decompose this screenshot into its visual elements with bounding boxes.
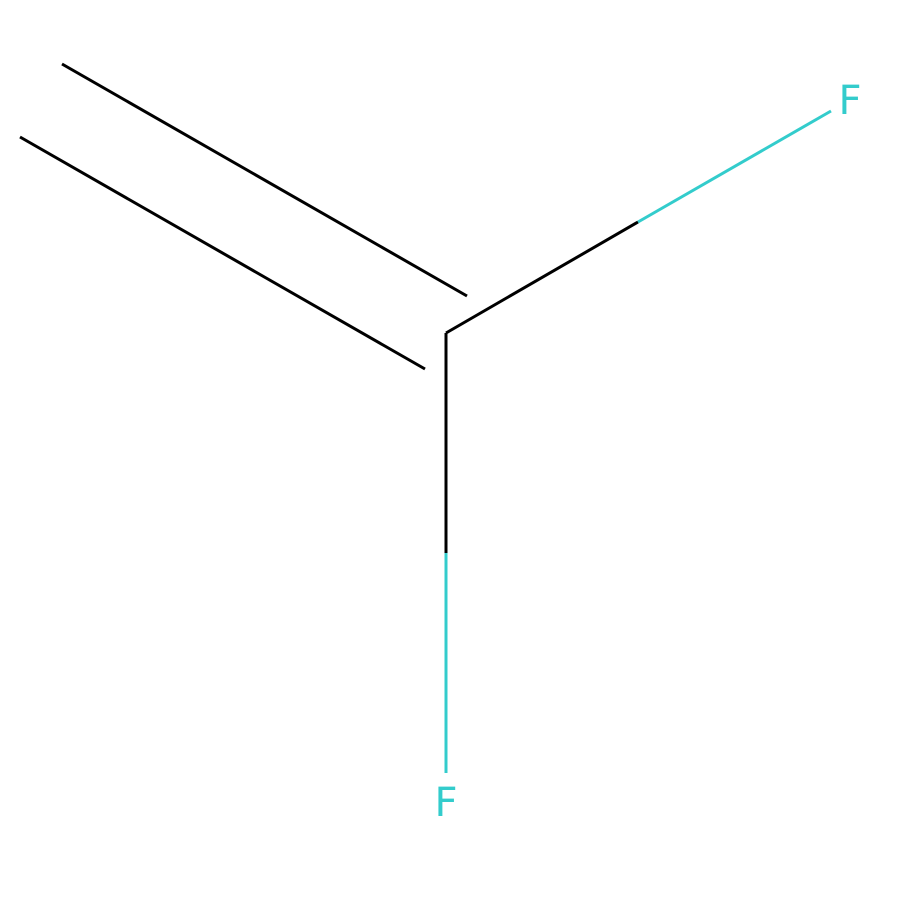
atom-label-fluorine-upper: F	[838, 78, 861, 124]
bond-c-f-upper-fluorine-half	[637, 109, 832, 224]
bond-c-c-double-line-outer	[61, 62, 468, 298]
bond-c-f-upper	[445, 109, 832, 335]
bond-c-c-double	[19, 62, 468, 371]
bond-c-f-upper-carbon-half	[445, 220, 639, 335]
atom-label-fluorine-lower: F	[434, 780, 457, 826]
bond-c-c-double-line-inner	[19, 135, 426, 371]
